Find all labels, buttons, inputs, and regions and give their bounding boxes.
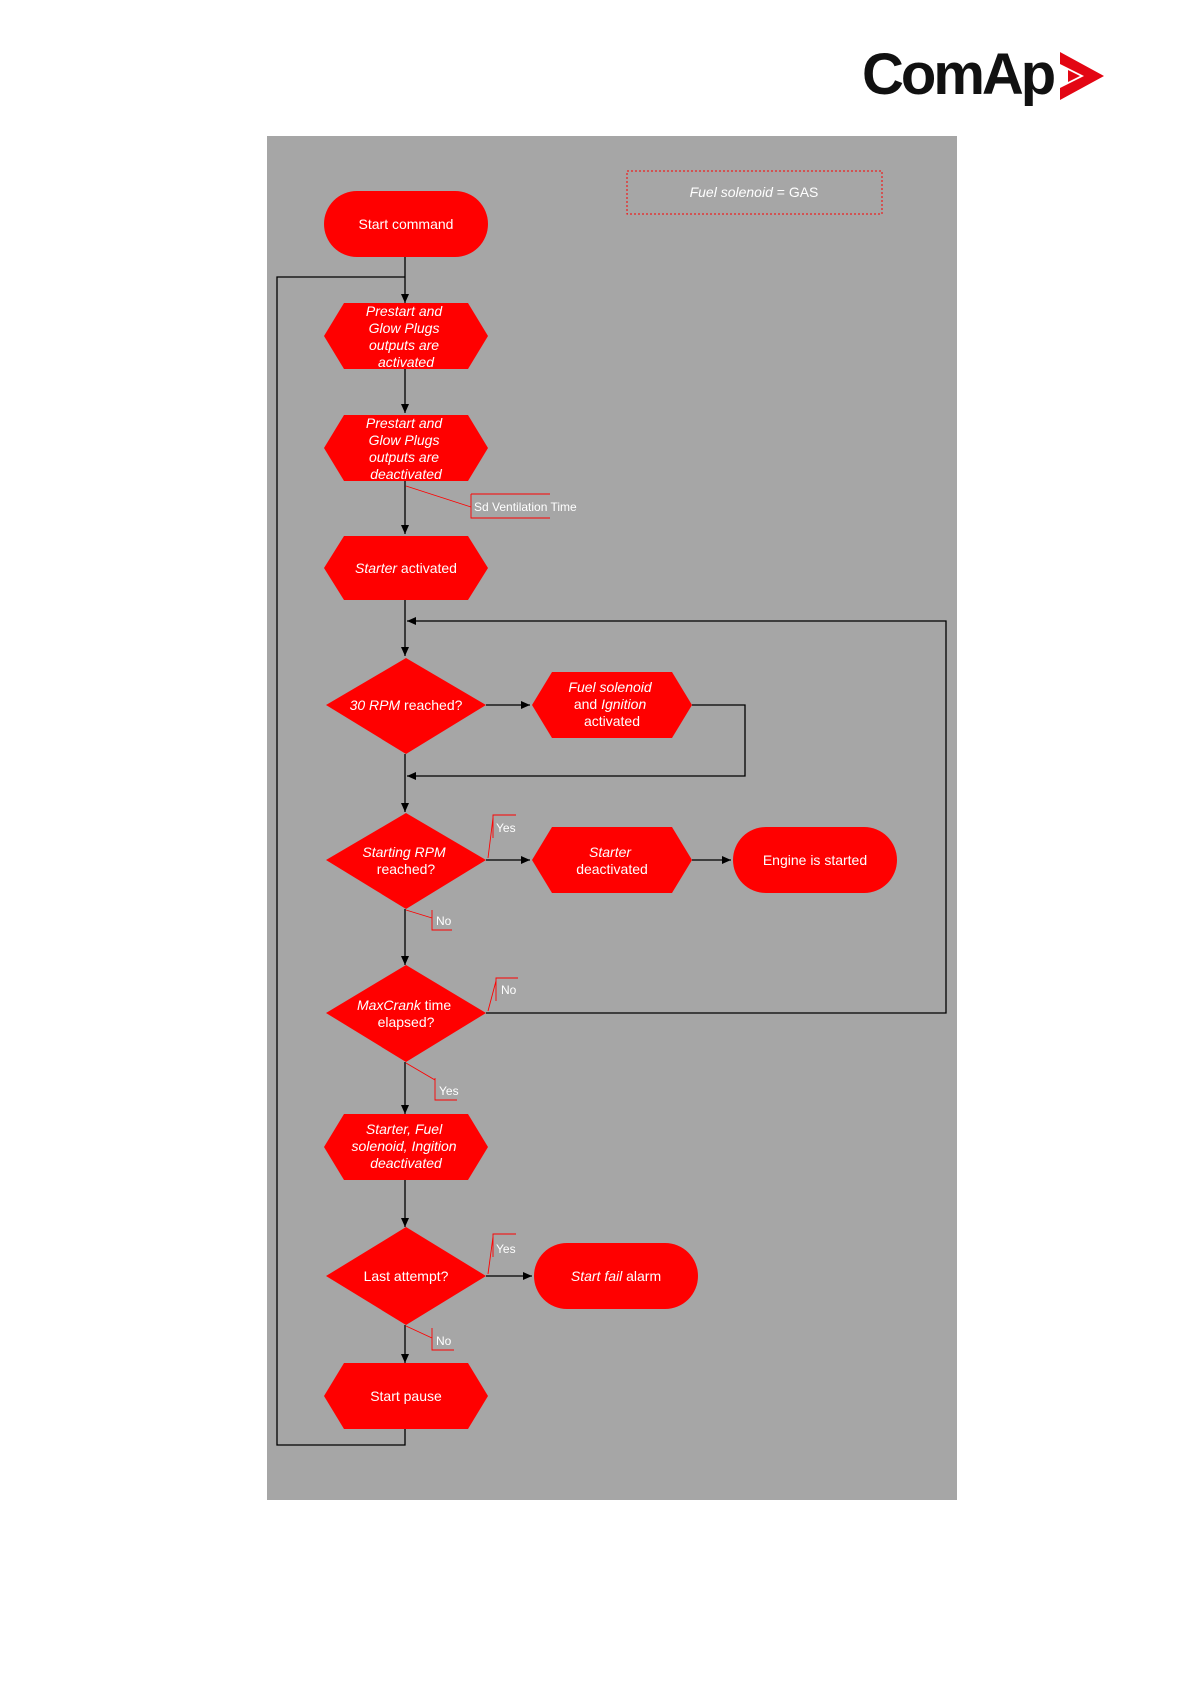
logo-wordmark: ComAp — [862, 42, 1056, 107]
svg-text:30 RPM reached?: 30 RPM reached? — [350, 697, 463, 713]
node-starting-rpm-reached: Starting RPM reached? — [326, 813, 486, 909]
node-fuel-solenoid-ignition-activated: Fuel solenoid and Ignition activated — [532, 672, 692, 738]
node-prestart-deactivated: Prestart and Glow Plugs outputs are deac… — [324, 415, 488, 482]
svg-text:Start command: Start command — [359, 216, 454, 232]
svg-text:Starting RPM reached?: Starting RPM reached? — [362, 844, 449, 877]
label-yes-last-attempt: Yes — [496, 1242, 516, 1256]
svg-text:Prestart and Glow Plugs: Prestart and Glow Plugs outputs are deac… — [366, 415, 446, 482]
node-start-command: Start command — [324, 191, 488, 257]
svg-text:Last attempt?: Last attempt? — [364, 1268, 449, 1284]
svg-text:Starter activated: Starter activated — [355, 560, 457, 576]
svg-text:Fuel solenoid and Igniti: Fuel solenoid and Ignition activated — [568, 679, 655, 729]
flow-lines — [276, 257, 947, 1446]
node-last-attempt: Last attempt? — [326, 1227, 486, 1325]
label-yes-starting-rpm: Yes — [496, 821, 516, 835]
svg-text:Starter deactivated: Starter deactivated — [576, 844, 648, 877]
node-prestart-activated: Prestart and Glow Plugs outputs are acti… — [324, 303, 488, 370]
node-engine-is-started: Engine is started — [733, 827, 897, 893]
svg-text:Starter, Fuel solenoid,: Starter, Fuel solenoid, Ingition deactiv… — [352, 1121, 461, 1171]
node-starter-deactivated: Starter deactivated — [532, 827, 692, 893]
label-yes-maxcrank: Yes — [439, 1084, 459, 1098]
node-starter-activated: Starter activated — [324, 536, 488, 600]
svg-text:Engine is started: Engine is started — [763, 852, 867, 868]
svg-text:Start pause: Start pause — [370, 1388, 442, 1404]
node-start-pause: Start pause — [324, 1363, 488, 1429]
label-no-starting-rpm: No — [436, 914, 452, 928]
label-sd-ventilation-time: Sd Ventilation Time — [474, 500, 577, 514]
legend-box — [626, 170, 883, 215]
legend-text: Fuel solenoid = GAS — [690, 184, 819, 200]
svg-text:MaxCrank time elapsed?: MaxCrank time elapsed? — [357, 997, 455, 1030]
node-starter-fuel-ignition-deactivated: Starter, Fuel solenoid, Ingition deactiv… — [324, 1114, 488, 1180]
node-maxcrank-time-elapsed: MaxCrank time elapsed? — [326, 965, 486, 1062]
node-30-rpm-reached: 30 RPM reached? — [326, 658, 486, 754]
label-no-maxcrank: No — [501, 983, 517, 997]
node-start-fail-alarm: Start fail alarm — [534, 1243, 698, 1309]
play-triangle-icon — [1060, 52, 1104, 100]
comap-logo: ComAp — [862, 40, 1122, 110]
svg-text:Start fail alarm: Start fail alarm — [571, 1268, 661, 1284]
label-no-last-attempt: No — [436, 1334, 452, 1348]
label-leaders — [405, 485, 550, 1351]
svg-text:Prestart and Glow Plugs: Prestart and Glow Plugs outputs are acti… — [366, 303, 446, 370]
